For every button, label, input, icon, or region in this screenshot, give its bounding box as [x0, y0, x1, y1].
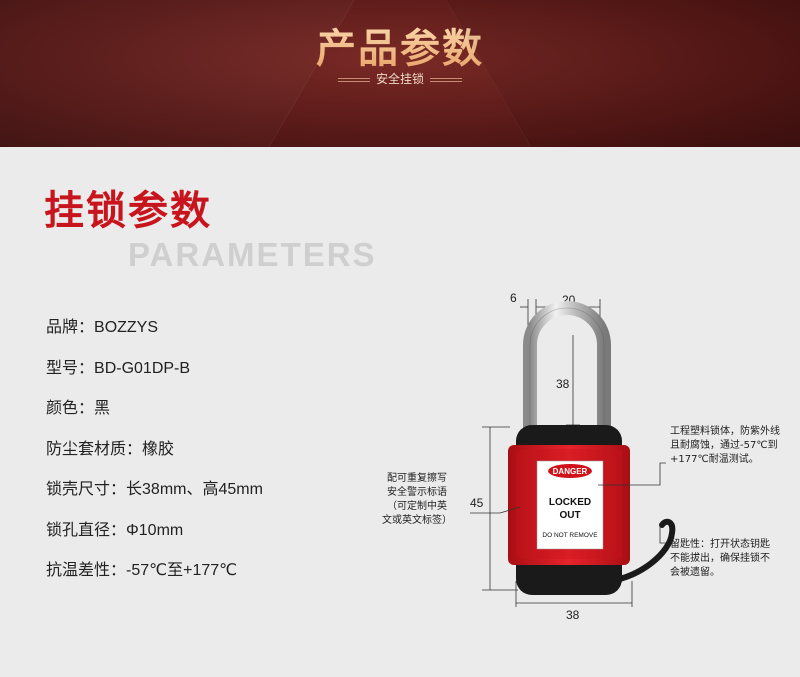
section-title-en: PARAMETERS: [128, 236, 377, 273]
param-item-size: 锁壳尺寸：长38mm、高45mm: [46, 475, 263, 516]
dim-shackle-height-label: 38: [556, 377, 570, 391]
dim-body-width: [515, 581, 633, 607]
param-list: 品牌：BOZZYS 型号：BD-G01DP-B 颜色：黑 防尘套材质：橡胶 锁壳…: [46, 313, 263, 597]
param-item-color: 颜色：黑: [46, 394, 263, 435]
banner-title: 产品参数: [0, 16, 800, 74]
label-line2: OUT: [559, 510, 580, 521]
param-value: -57℃至+177℃: [126, 562, 238, 579]
param-value: BOZZYS: [94, 319, 159, 336]
param-item-brand: 品牌：BOZZYS: [46, 313, 263, 354]
param-value: 黑: [94, 400, 111, 417]
section-title: 挂锁参数: [44, 188, 212, 234]
note-body: 工程塑料锁体，防紫外线 且耐腐蚀，通过-57℃到 +177℃耐温测试。: [670, 426, 780, 465]
param-label: 型号：: [46, 359, 95, 377]
dim-shackle-thickness: 6: [510, 291, 517, 305]
param-item-temperature: 抗温差性：-57℃至+177℃: [46, 556, 263, 597]
dim-body-width-label: 38: [566, 608, 580, 622]
label-line3: DO NOT REMOVE: [542, 532, 598, 539]
param-label: 抗温差性：: [46, 562, 127, 579]
param-label: 颜色：: [46, 400, 95, 417]
banner-subtitle: 安全挂锁: [0, 70, 800, 87]
banner-subtitle-text: 安全挂锁: [375, 72, 424, 86]
dim-body-height: [482, 426, 518, 591]
header-banner: 产品参数 安全挂锁: [0, 0, 800, 147]
param-value: BD-G01DP-B: [94, 359, 191, 377]
param-value: 橡胶: [142, 440, 175, 458]
ornament-right-icon: [430, 77, 462, 82]
param-item-material: 防尘套材质：橡胶: [46, 435, 263, 476]
leader-lines: [470, 462, 666, 544]
param-label: 锁壳尺寸：: [46, 481, 127, 498]
param-value: 长38mm、高45mm: [126, 481, 263, 498]
param-label: 防尘套材质：: [46, 440, 143, 458]
param-label: 品牌：: [46, 319, 95, 336]
note-key: 留匙性：打开状态钥匙 不能拔出，确保挂锁不 会被遗留。: [670, 539, 770, 578]
label-danger: DANGER: [553, 467, 588, 476]
param-item-model: 型号：BD-G01DP-B: [46, 354, 263, 395]
shackle-icon: [523, 301, 611, 430]
note-label: 配可重复擦写 安全警示标语 （可定制中英 文或英文标签）: [382, 473, 452, 526]
param-value: Φ10mm: [126, 521, 184, 539]
param-item-keyhole: 锁孔直径：Φ10mm: [46, 516, 263, 557]
key-cord-icon: [607, 518, 676, 584]
label-line1: LOCKED: [549, 497, 591, 508]
param-label: 锁孔直径：: [46, 521, 127, 539]
padlock-diagram: 6 20 38 DANGER LOCKED OUT DO NOT REMOVE: [370, 285, 800, 630]
padlock-svg: 6 20 38 DANGER LOCKED OUT DO NOT REMOVE: [470, 291, 676, 622]
dim-body-height-label: 45: [470, 496, 484, 510]
ornament-left-icon: [337, 77, 370, 82]
